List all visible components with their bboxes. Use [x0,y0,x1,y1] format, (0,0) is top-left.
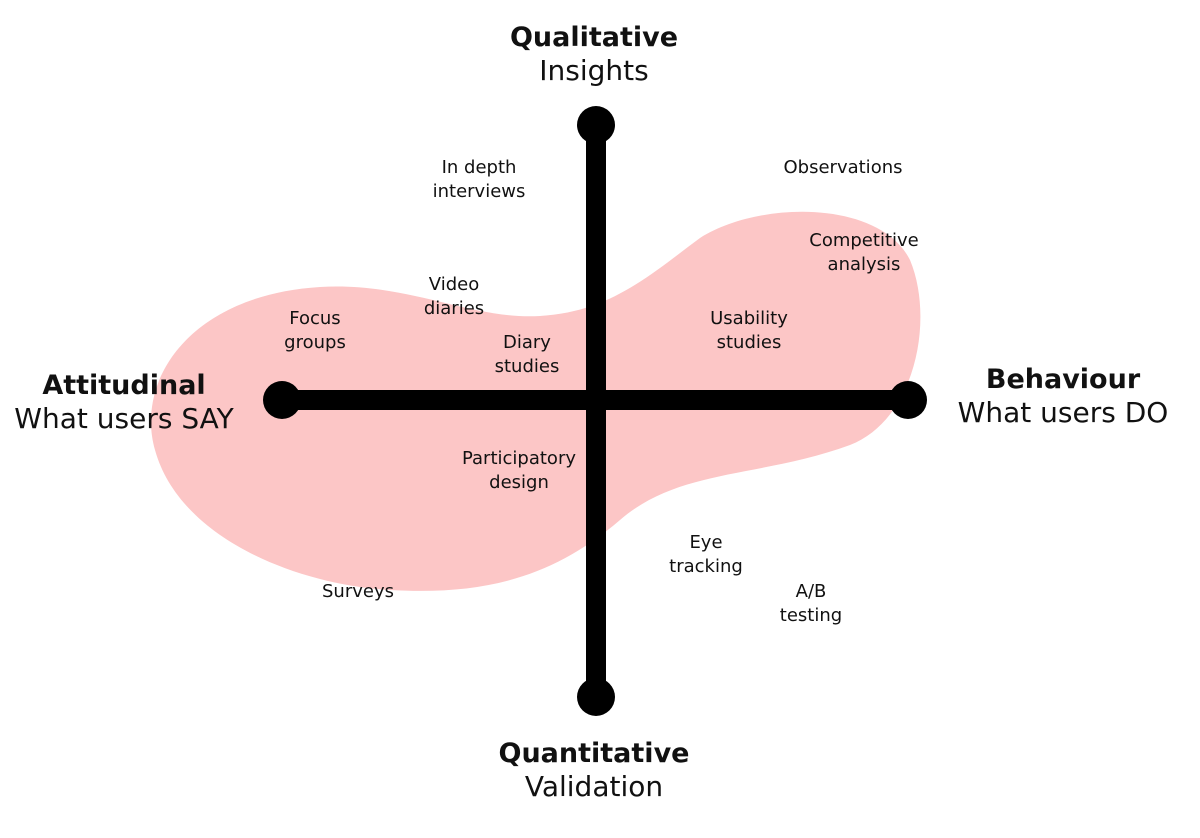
method-line: studies [716,332,782,353]
axis-label-right: Behaviour What users DO [948,364,1178,430]
method-line: design [489,472,549,493]
method-line: A/B [795,581,827,602]
method-line: Usability [710,308,788,329]
method-diary-studies: Diary studies [477,331,577,379]
method-participatory-design: Participatory design [444,447,594,495]
method-line: diaries [423,298,485,319]
method-usability-studies: Usability studies [689,307,809,355]
method-line: Focus [289,308,341,329]
method-line: Competitive [809,230,919,251]
method-line: testing [779,605,843,626]
method-line: Surveys [322,581,394,602]
axis-label-left: Attitudinal What users SAY [4,370,244,436]
method-line: Observations [783,157,903,178]
method-line: groups [284,332,346,353]
method-line: Eye [689,532,723,553]
method-observations: Observations [768,156,918,180]
axis-label-top: Qualitative Insights [474,22,714,88]
axis-label-left-subtitle: What users SAY [14,402,234,436]
axis-label-bottom: Quantitative Validation [454,738,734,804]
method-line: analysis [827,254,901,275]
axis-label-right-subtitle: What users DO [957,396,1169,430]
method-line: Video [428,274,480,295]
method-line: Diary [503,332,551,353]
method-ab-testing: A/B testing [761,580,861,628]
axis-endpoint-left [263,381,301,419]
axis-label-top-title: Qualitative [509,22,679,53]
method-eye-tracking: Eye tracking [656,531,756,579]
axis-label-bottom-subtitle: Validation [524,770,664,804]
axis-endpoint-bottom [577,678,615,716]
axis-endpoint-top [577,106,615,144]
axis-label-bottom-title: Quantitative [498,738,690,769]
axis-label-left-title: Attitudinal [42,370,206,401]
axis-label-right-title: Behaviour [985,364,1141,395]
method-video-diaries: Video diaries [404,273,504,321]
method-focus-groups: Focus groups [265,307,365,355]
method-line: interviews [432,181,526,202]
method-in-depth-interviews: In depth interviews [409,156,549,204]
axis-label-top-subtitle: Insights [539,54,649,88]
method-line: In depth [441,157,517,178]
method-line: studies [494,356,560,377]
method-line: tracking [669,556,743,577]
method-surveys: Surveys [308,580,408,604]
method-competitive-analysis: Competitive analysis [794,229,934,277]
method-line: Participatory [461,448,576,469]
axis-endpoint-right [889,381,927,419]
